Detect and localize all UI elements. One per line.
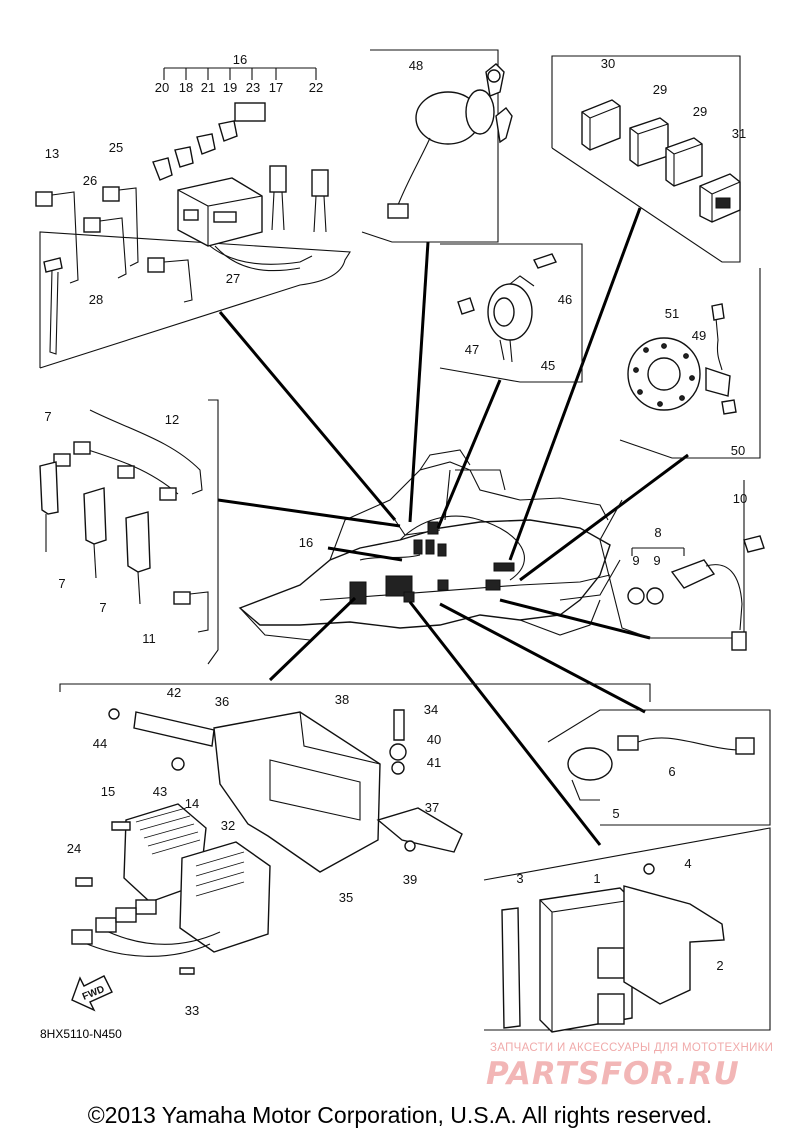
callout-10: 10 bbox=[733, 491, 747, 506]
callout-34: 34 bbox=[424, 702, 438, 717]
callout-13: 13 bbox=[45, 146, 59, 161]
callout-3: 3 bbox=[516, 871, 523, 886]
main-switch-panel bbox=[361, 49, 513, 243]
callout-9b: 9 bbox=[653, 553, 660, 568]
callout-labels: 1 2 3 4 5 6 7 7 7 8 9 9 10 11 12 13 14 1… bbox=[44, 52, 747, 1018]
callout-30: 30 bbox=[601, 56, 615, 71]
callout-27: 27 bbox=[226, 271, 240, 286]
ecu-panel bbox=[483, 827, 771, 1033]
callout-11: 11 bbox=[142, 631, 156, 646]
relay-panel bbox=[551, 55, 741, 263]
callout-6: 6 bbox=[668, 764, 675, 779]
callout-8: 8 bbox=[654, 525, 661, 540]
callout-40: 40 bbox=[427, 732, 441, 747]
callout-9a: 9 bbox=[632, 553, 639, 568]
leader-lines bbox=[217, 207, 689, 846]
sensor-gasket-panel bbox=[599, 480, 765, 651]
regulator-ecu-bracket-panel bbox=[59, 683, 651, 1012]
callout-7a: 7 bbox=[44, 409, 51, 424]
callout-17: 17 bbox=[269, 80, 283, 95]
callout-1: 1 bbox=[593, 871, 600, 886]
callout-20: 20 bbox=[155, 80, 169, 95]
watermark-tagline: ЗАПЧАСТИ И АКСЕССУАРЫ ДЛЯ МОТОТЕХНИКИ bbox=[490, 1042, 774, 1054]
watermark-logo: PARTSFOR.RU bbox=[486, 1056, 740, 1092]
callout-35: 35 bbox=[339, 890, 353, 905]
document-number: 8HX5110-N450 bbox=[40, 1027, 122, 1041]
callout-5: 5 bbox=[612, 806, 619, 821]
callout-49: 49 bbox=[692, 328, 706, 343]
pickup-panel bbox=[619, 268, 761, 459]
callout-45: 45 bbox=[541, 358, 555, 373]
callout-41: 41 bbox=[427, 755, 441, 770]
callout-32: 32 bbox=[221, 818, 235, 833]
callout-37: 37 bbox=[425, 800, 439, 815]
callout-7b: 7 bbox=[58, 576, 65, 591]
pressure-sensor-panel bbox=[547, 709, 771, 826]
callout-21: 21 bbox=[201, 80, 215, 95]
callout-22: 22 bbox=[309, 80, 323, 95]
callout-18: 18 bbox=[179, 80, 193, 95]
ignition-coil-panel bbox=[39, 399, 219, 665]
callout-23: 23 bbox=[246, 80, 260, 95]
snowmobile-overview bbox=[238, 449, 621, 641]
callout-36: 36 bbox=[215, 694, 229, 709]
callout-31: 31 bbox=[732, 126, 746, 141]
callout-29a: 29 bbox=[653, 82, 667, 97]
fuse-box-panel bbox=[35, 67, 351, 369]
callout-43: 43 bbox=[153, 784, 167, 799]
callout-51: 51 bbox=[665, 306, 679, 321]
callout-38: 38 bbox=[335, 692, 349, 707]
callout-42: 42 bbox=[167, 685, 181, 700]
callout-16a: 16 bbox=[233, 52, 247, 67]
callout-24: 24 bbox=[67, 841, 81, 856]
callout-12: 12 bbox=[165, 412, 179, 427]
callout-4: 4 bbox=[684, 856, 691, 871]
callout-47: 47 bbox=[465, 342, 479, 357]
callout-16b: 16 bbox=[299, 535, 313, 550]
callout-46: 46 bbox=[558, 292, 572, 307]
callout-15: 15 bbox=[101, 784, 115, 799]
callout-7c: 7 bbox=[99, 600, 106, 615]
sensor-panel bbox=[439, 243, 583, 383]
callout-50: 50 bbox=[731, 443, 745, 458]
callout-39: 39 bbox=[403, 872, 417, 887]
callout-33: 33 bbox=[185, 1003, 199, 1018]
callout-25: 25 bbox=[109, 140, 123, 155]
callout-26: 26 bbox=[83, 173, 97, 188]
callout-2: 2 bbox=[716, 958, 723, 973]
callout-19: 19 bbox=[223, 80, 237, 95]
callout-44: 44 bbox=[93, 736, 107, 751]
callout-29b: 29 bbox=[693, 104, 707, 119]
callout-14: 14 bbox=[185, 796, 199, 811]
callout-28: 28 bbox=[89, 292, 103, 307]
callout-48: 48 bbox=[409, 58, 423, 73]
copyright-notice: ©2013 Yamaha Motor Corporation, U.S.A. A… bbox=[87, 1102, 713, 1128]
